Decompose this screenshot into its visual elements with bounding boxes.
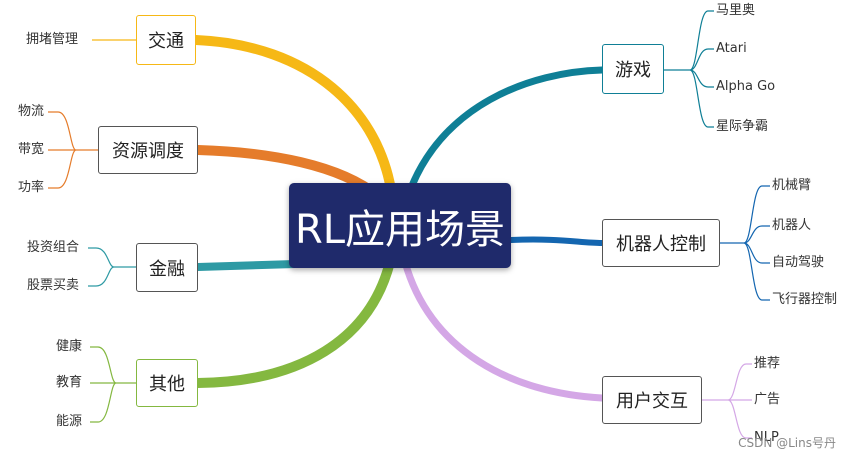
leaf-traffic-congestion: 拥堵管理 <box>26 32 79 47</box>
branch-traffic: 交通 <box>136 15 196 65</box>
branch-traffic-line <box>191 35 397 201</box>
branch-robot: 机器人控制 <box>602 219 720 267</box>
leaf-other-energy: 能源 <box>56 414 83 429</box>
branch-finance-line <box>194 260 299 271</box>
other-leaf-connectors <box>90 346 136 423</box>
leaf-games-mario: 马里奥 <box>716 3 756 18</box>
leaf-robot-robot: 机器人 <box>772 218 812 233</box>
branch-finance: 金融 <box>136 243 198 292</box>
branch-other: 其他 <box>136 359 198 407</box>
branch-robot-line <box>508 236 605 246</box>
leaf-scheduling-bandwidth: 带宽 <box>18 142 45 157</box>
leaf-interaction-ads: 广告 <box>754 392 781 407</box>
branch-games-line <box>404 66 606 200</box>
leaf-robot-aircraft: 飞行器控制 <box>772 292 838 307</box>
branch-other-line <box>193 257 395 388</box>
central-topic: RL应用场景 <box>289 183 511 268</box>
branch-scheduling: 资源调度 <box>98 126 198 174</box>
leaf-games-atari: Atari <box>716 41 747 56</box>
robot-leaf-connectors <box>720 185 770 301</box>
games-leaf-connectors <box>664 10 714 128</box>
leaf-games-starcraft: 星际争霸 <box>716 119 769 134</box>
leaf-other-education: 教育 <box>56 375 83 390</box>
leaf-robot-arm: 机械臂 <box>772 178 812 193</box>
leaf-interaction-recommend: 推荐 <box>754 356 781 371</box>
leaf-robot-autodrive: 自动驾驶 <box>772 255 825 270</box>
leaf-scheduling-power: 功率 <box>18 180 45 195</box>
leaf-finance-portfolio: 投资组合 <box>27 240 80 255</box>
finance-leaf-connectors <box>88 247 136 287</box>
leaf-games-alphago: Alpha Go <box>716 79 776 94</box>
branch-interaction-line <box>401 258 606 402</box>
scheduling-leaf-connectors <box>48 111 98 189</box>
leaf-finance-stock-trading: 股票买卖 <box>27 278 80 293</box>
leaf-scheduling-logistics: 物流 <box>18 104 45 119</box>
leaf-interaction-nlp: NLP <box>754 430 779 445</box>
leaf-other-health: 健康 <box>56 339 83 354</box>
watermark: CSDN @Lins号丹 <box>738 436 836 450</box>
interaction-leaf-connectors <box>702 363 752 439</box>
branch-games: 游戏 <box>602 44 664 94</box>
branch-interaction: 用户交互 <box>602 376 702 424</box>
